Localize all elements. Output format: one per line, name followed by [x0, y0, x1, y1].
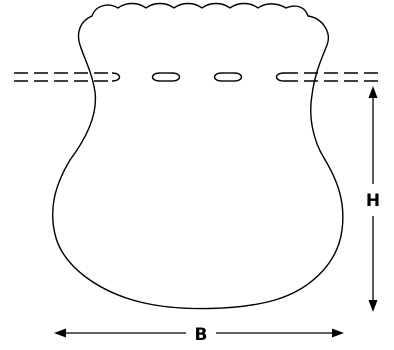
- height-label: H: [366, 191, 380, 211]
- width-dimension: B: [54, 325, 344, 345]
- drawstring-line: [14, 72, 384, 82]
- height-arrow-bottom-head: [368, 300, 378, 312]
- height-dimension: H: [366, 86, 380, 312]
- width-arrow-left-head: [54, 328, 66, 338]
- drawstring-loop-5: [233, 72, 243, 82]
- height-arrow-top-head: [368, 86, 378, 98]
- drawstring-loop-3: [171, 72, 181, 82]
- width-label: B: [195, 325, 208, 345]
- bag-outline: [51, 2, 344, 310]
- drawstring-loop-6: [275, 72, 285, 82]
- drawstring-loop-2: [151, 72, 161, 82]
- width-arrow-right-head: [332, 328, 344, 338]
- drawstring-loop-4: [213, 72, 223, 82]
- drawstring-loop-1: [111, 72, 121, 82]
